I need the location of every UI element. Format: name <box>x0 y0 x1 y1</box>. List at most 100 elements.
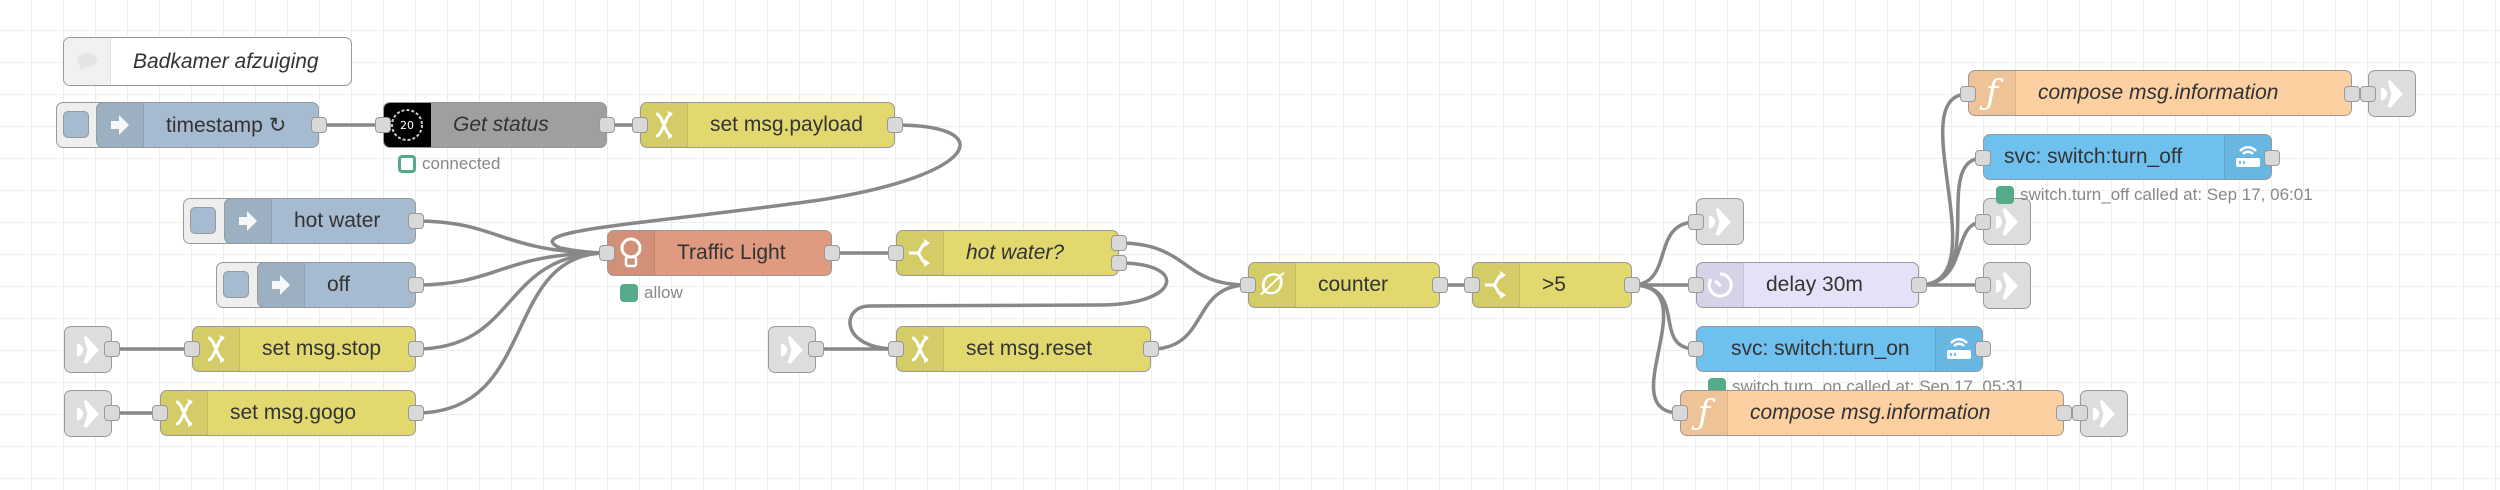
traffic-light-node[interactable]: Traffic Light <box>607 230 832 276</box>
set-reset-node[interactable]: set msg.reset <box>896 326 1151 372</box>
switch-fork-icon <box>897 231 944 275</box>
wire-setreset-counter[interactable] <box>1150 283 1249 351</box>
compose-top-input-port[interactable] <box>1960 86 1976 102</box>
set-stop-label: set msg.stop <box>262 337 382 360</box>
status-dot-icon <box>1996 186 2014 204</box>
delay-node[interactable]: delay 30m <box>1696 262 1919 308</box>
link-out-bottom-node[interactable] <box>2080 390 2128 437</box>
link-in-icon <box>780 335 804 364</box>
svc-turn-off-input-port[interactable] <box>1975 150 1991 166</box>
svc-turn-off-node[interactable]: svc: switch:turn_off <box>1983 134 2272 180</box>
timestamp-output-port[interactable] <box>311 117 327 133</box>
counter-node[interactable]: Ø counter <box>1248 262 1440 308</box>
set-reset-input-port[interactable] <box>888 341 904 357</box>
hot-water-inject-node[interactable]: hot water <box>224 198 416 244</box>
link-out-top-node[interactable] <box>2368 70 2416 117</box>
set-gogo-output-port[interactable] <box>408 405 424 421</box>
svc-turn-off-status-text: switch.turn_off called at: Sep 17, 06:01 <box>2020 185 2313 204</box>
wire-delay-linkout-mid[interactable] <box>1918 220 1984 287</box>
link-out-delay-input-port[interactable] <box>1975 277 1991 293</box>
svc-turn-off-output-port[interactable] <box>2264 150 2280 166</box>
set-payload-node[interactable]: set msg.payload <box>640 102 895 148</box>
gt5-label: >5 <box>1542 273 1566 296</box>
lightbulb-icon <box>608 231 655 275</box>
set-gogo-node[interactable]: set msg.gogo <box>160 390 416 436</box>
set-gogo-input-port[interactable] <box>152 405 168 421</box>
set-reset-label: set msg.reset <box>966 337 1093 360</box>
counter-input-port[interactable] <box>1240 277 1256 293</box>
link-in-gogo-output-port[interactable] <box>104 405 120 421</box>
compose-bottom-input-port[interactable] <box>1672 405 1688 421</box>
link-in-reset-output-port[interactable] <box>808 341 824 357</box>
wire-gt5-compose-bottom[interactable] <box>1631 283 1681 415</box>
set-stop-node[interactable]: set msg.stop <box>192 326 416 372</box>
function-icon: ƒ <box>1969 71 2016 115</box>
svc-turn-on-node[interactable]: svc: switch:turn_on <box>1696 326 1983 372</box>
wire-gt5-linkout-a[interactable] <box>1631 220 1697 287</box>
gt5-output-port[interactable] <box>1624 277 1640 293</box>
switch-fork-icon <box>1473 263 1520 307</box>
get-status-status: connected <box>398 154 500 174</box>
hot-water-switch-output-port-1[interactable] <box>1111 235 1127 251</box>
traffic-light-label: Traffic Light <box>677 241 786 264</box>
traffic-light-output-port[interactable] <box>824 245 840 261</box>
counter-output-port[interactable] <box>1432 277 1448 293</box>
set-reset-output-port[interactable] <box>1143 341 1159 357</box>
compose-top-label: compose msg.information <box>2038 81 2279 104</box>
timestamp-label: timestamp ↻ <box>166 113 287 137</box>
timer-icon <box>1697 263 1744 307</box>
link-in-stop-output-port[interactable] <box>104 341 120 357</box>
link-out-mid-input-port[interactable] <box>1975 214 1991 230</box>
link-out-top-input-port[interactable] <box>2360 86 2376 102</box>
link-out-a-node[interactable] <box>1696 198 1744 245</box>
wire-off-traffic[interactable] <box>415 251 608 287</box>
hot-water-switch-label: hot water? <box>966 241 1065 264</box>
link-out-bottom-input-port[interactable] <box>2072 405 2088 421</box>
set-payload-output-port[interactable] <box>887 117 903 133</box>
get-status-output-port[interactable] <box>599 117 615 133</box>
gt5-switch-node[interactable]: >5 <box>1472 262 1632 308</box>
set-stop-input-port[interactable] <box>184 341 200 357</box>
svc-turn-on-output-port[interactable] <box>1975 341 1991 357</box>
wire-gogo-traffic[interactable] <box>415 251 608 415</box>
status-dot-icon <box>620 284 638 302</box>
wire-gt5-turnon[interactable] <box>1631 283 1697 351</box>
timestamp-inject-node[interactable]: timestamp ↻ <box>96 102 319 148</box>
compose-top-output-port[interactable] <box>2344 86 2360 102</box>
traffic-light-input-port[interactable] <box>599 245 615 261</box>
delay-output-port[interactable] <box>1911 277 1927 293</box>
wire-hotwater-traffic[interactable] <box>415 219 608 255</box>
svc-turn-on-input-port[interactable] <box>1688 341 1704 357</box>
arrow-right-icon <box>225 199 272 243</box>
shuffle-icon <box>897 327 944 371</box>
compose-bottom-output-port[interactable] <box>2056 405 2072 421</box>
get-status-input-port[interactable] <box>375 117 391 133</box>
comment-node[interactable]: Badkamer afzuiging <box>63 37 352 86</box>
compose-bottom-node[interactable]: ƒ compose msg.information <box>1680 390 2064 436</box>
compose-top-node[interactable]: ƒ compose msg.information <box>1968 70 2352 116</box>
gauge-text: 20 <box>400 119 414 132</box>
delay-input-port[interactable] <box>1688 277 1704 293</box>
wire-switch1-counter[interactable] <box>1118 241 1249 287</box>
off-inject-label: off <box>327 273 350 296</box>
hot-water-switch-output-port-2[interactable] <box>1111 255 1127 271</box>
off-inject-output-port[interactable] <box>408 277 424 293</box>
gt5-input-port[interactable] <box>1464 277 1480 293</box>
set-payload-input-port[interactable] <box>632 117 648 133</box>
hot-water-inject-output-port[interactable] <box>408 213 424 229</box>
link-out-icon <box>1995 271 2019 300</box>
hot-water-switch-input-port[interactable] <box>888 245 904 261</box>
set-gogo-label: set msg.gogo <box>230 401 357 424</box>
get-status-node[interactable]: 20 Get status <box>383 102 607 148</box>
wire-delay-turnoff[interactable] <box>1918 156 1984 287</box>
hot-water-switch-node[interactable]: hot water? <box>896 230 1119 276</box>
off-inject-node[interactable]: off <box>257 262 416 308</box>
wire-stop-traffic[interactable] <box>415 251 608 351</box>
link-out-delay-node[interactable] <box>1983 262 2031 309</box>
router-icon <box>1935 327 1982 371</box>
link-in-icon <box>76 399 100 428</box>
link-out-a-input-port[interactable] <box>1688 214 1704 230</box>
set-stop-output-port[interactable] <box>408 341 424 357</box>
wire-delay-compose-top[interactable] <box>1918 92 1969 287</box>
status-ring-icon <box>398 155 416 173</box>
